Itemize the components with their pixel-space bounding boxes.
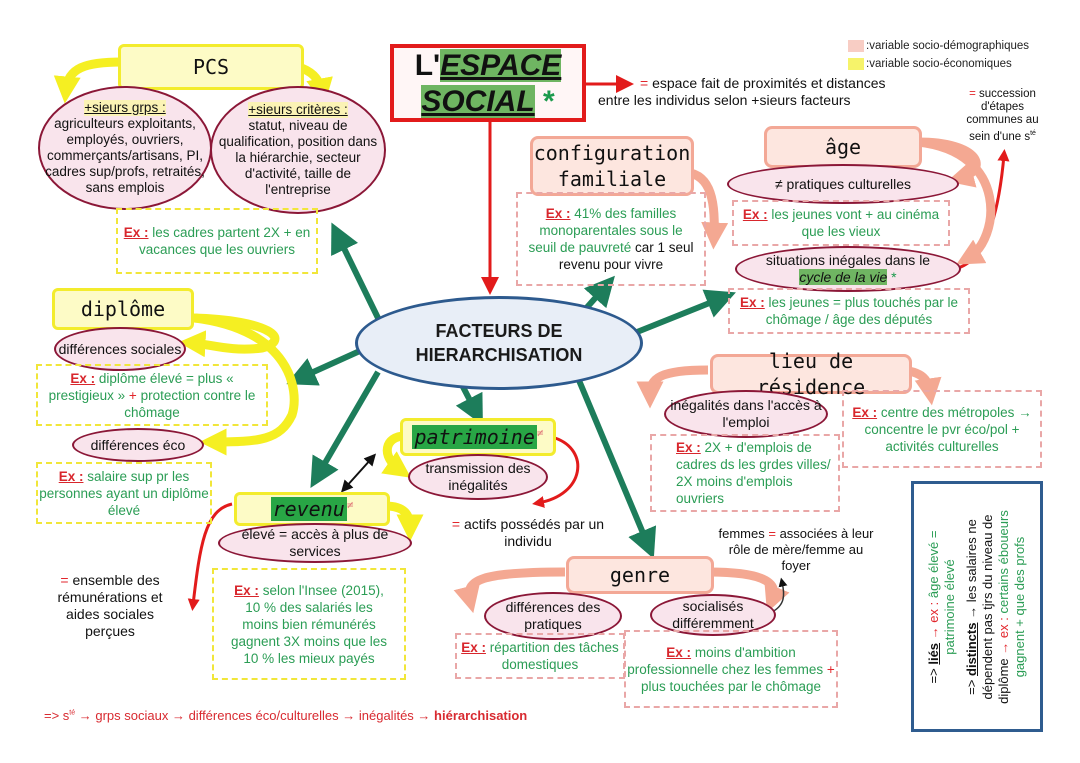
patrimoine-transmission-ellipse: transmission des inégalités (408, 454, 548, 500)
patrimoine-definition: = actifs possédés par un individu (451, 516, 605, 549)
factor-lieu-de-residence: lieu de résidence (710, 349, 912, 399)
center-line1: FACTEURS DE (435, 321, 563, 341)
factor-pcs: PCS (118, 44, 304, 90)
star-icon: * (543, 85, 555, 118)
lieu-example2: Ex : centre des métropoles → concentre l… (842, 390, 1042, 468)
factor-revenu: revenu≠ (234, 492, 390, 526)
title-line2: SOCIAL (421, 85, 535, 118)
legend-item-socio-eco: :variable socio-économiques (848, 56, 1029, 72)
factor-age: âge (764, 126, 922, 168)
liens-distincts-note: => liés → ex : âge élevé = patrimoine él… (911, 481, 1043, 732)
note-lies: => liés → ex : âge élevé = patrimoine él… (926, 530, 957, 683)
arrow-age-to-note (957, 149, 1010, 270)
revenu-example: Ex : selon l'Insee (2015), 10 % des sala… (212, 568, 406, 680)
genre-socialises-ellipse: socialisés différemment (650, 594, 776, 636)
arrow-to-diplome (286, 347, 364, 386)
center-line2: HIERARCHISATION (415, 345, 583, 365)
page-title: L'ESPACE SOCIAL * (414, 49, 562, 118)
note-distincts: => distincts → les salaires ne dépendent… (964, 509, 1027, 704)
age-example1: Ex : les jeunes vont + au cinéma que les… (732, 200, 950, 246)
title-line1: ESPACE (440, 49, 562, 82)
genre-example1: Ex : répartition des tâches domestiques (455, 633, 625, 679)
lieu-inegalites-emploi-ellipse: inégalités dans l'accès à l'emploi (664, 390, 828, 438)
legend-item-socio-demo: :variable socio-démographiques (848, 38, 1029, 54)
yellow-swatch-icon (848, 58, 864, 70)
age-definition: = succession d'étapes communes au sein d… (966, 88, 1039, 143)
pcs-criteria-ellipse: +sieurs critères : statut, niveau de qua… (210, 86, 386, 214)
factor-genre: genre (566, 556, 714, 594)
genre-example2: Ex : moins d'ambition professionnelle ch… (624, 630, 838, 708)
age-example2: Ex : les jeunes = plus touchés par le ch… (728, 288, 970, 334)
title-box: L'ESPACE SOCIAL * (390, 44, 586, 122)
genre-note: femmes = associées à leur rôle de mère/f… (718, 526, 874, 573)
age-pratiques-ellipse: ≠ pratiques culturelles (727, 164, 959, 204)
revenu-definition: = ensemble des rémunérations et aides so… (57, 572, 163, 639)
center-node: FACTEURS DE HIERARCHISATION (355, 296, 643, 390)
legend: :variable socio-démographiques :variable… (848, 38, 1029, 72)
arrow-to-pcs (331, 222, 381, 320)
revenu-acces-services-ellipse: élevé = accès à plus de services (218, 523, 412, 563)
diplome-example2: Ex : salaire sup pr les personnes ayant … (36, 462, 212, 524)
diplome-example1: Ex : diplôme élevé = plus « prestigieux … (36, 364, 268, 426)
diplome-differences-eco-ellipse: différences éco (72, 428, 204, 462)
pink-swatch-icon (848, 40, 864, 52)
lieu-example1: Ex : 2X + d'emplois de cadres ds les grd… (650, 434, 840, 512)
config-familiale-example: Ex : 41% des familles monoparentales sou… (516, 192, 706, 286)
pcs-groups-ellipse: +sieurs grps : agriculteurs exploitants,… (38, 86, 212, 210)
arrow-to-age-lieu (630, 289, 736, 337)
arrow-revenu-patrimoine (340, 453, 377, 493)
factor-diplome: diplôme (52, 288, 194, 330)
genre-differences-pratiques-ellipse: différences des pratiques (484, 592, 622, 640)
summary-chain: => sté → grps sociaux → différences éco/… (44, 708, 528, 723)
arrow-to-revenu (310, 370, 381, 488)
factor-patrimoine: patrimoine≠ (400, 418, 556, 456)
pcs-example: Ex : les cadres partent 2X + en vacances… (116, 208, 318, 274)
diplome-differences-sociales-ellipse: différences sociales (54, 327, 186, 371)
age-cycle-vie-ellipse: situations inégales dans le cycle de la … (735, 246, 961, 292)
espace-social-definition: = espace fait de proximités et distances… (598, 75, 886, 108)
